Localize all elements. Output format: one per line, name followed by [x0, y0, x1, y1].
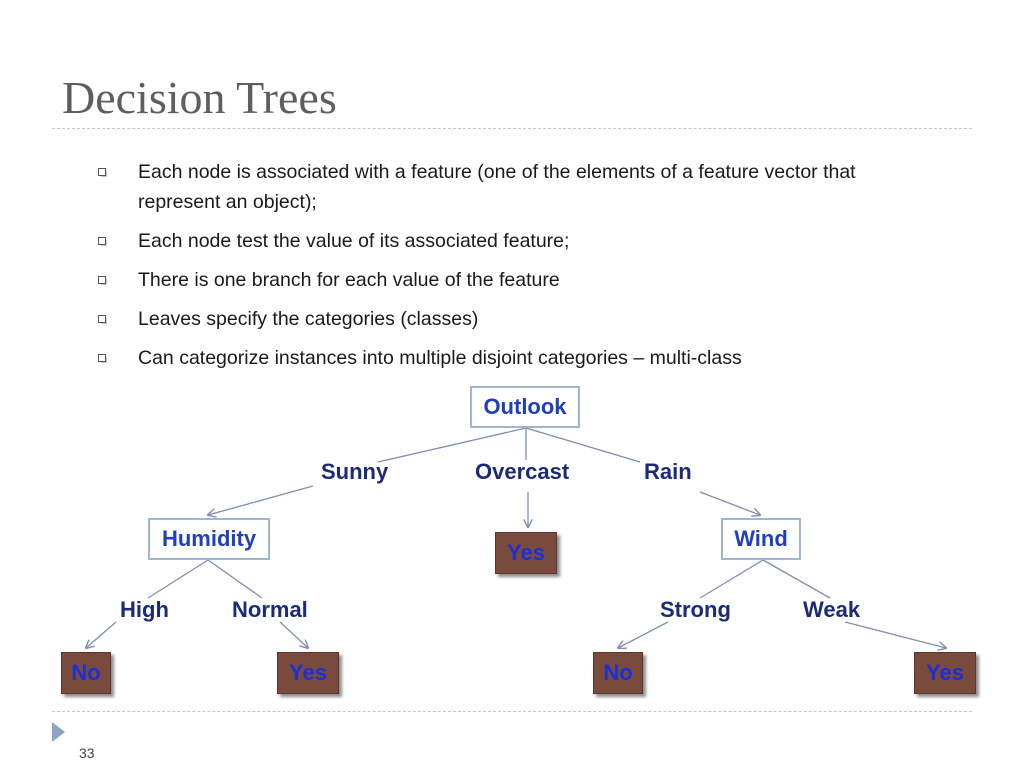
branch-label-strong: Strong: [660, 597, 731, 622]
bullet-text: Each node is associated with a feature (…: [138, 161, 856, 213]
leaf-high-no: No: [61, 652, 111, 694]
square-bullet-icon: [98, 168, 107, 177]
branch-label-overcast: Overcast: [475, 459, 570, 484]
edge-strong-no: [618, 621, 669, 648]
branch-label-sunny: Sunny: [321, 459, 389, 484]
bullet-item: Leaves specify the categories (classes): [96, 304, 896, 334]
slide-title: Decision Trees: [62, 72, 337, 123]
edge-outlook-rain: [525, 427, 641, 463]
branch-label-normal: Normal: [232, 597, 308, 622]
bullet-item: Each node is associated with a feature (…: [96, 157, 896, 217]
node-outlook: Outlook: [470, 386, 580, 428]
slide-number: 33: [79, 745, 95, 761]
edge-rain-wind: [699, 491, 760, 515]
branch-label-high: High: [120, 597, 169, 622]
edge-sunny-humidity: [208, 485, 314, 515]
node-humidity: Humidity: [148, 518, 270, 560]
bullet-text: Leaves specify the categories (classes): [138, 308, 479, 330]
square-bullet-icon: [98, 237, 107, 246]
edge-wind-weak: [762, 559, 831, 599]
title-divider: [52, 128, 972, 129]
square-bullet-icon: [98, 354, 107, 363]
square-bullet-icon: [98, 276, 107, 285]
bullet-text: Each node test the value of its associat…: [138, 230, 570, 252]
leaf-weak-yes: Yes: [914, 652, 976, 694]
leaf-overcast-yes: Yes: [495, 532, 557, 574]
bullet-text: Can categorize instances into multiple d…: [138, 347, 742, 369]
node-wind: Wind: [721, 518, 801, 560]
branch-label-rain: Rain: [644, 459, 692, 484]
leaf-normal-yes: Yes: [277, 652, 339, 694]
leaf-strong-no: No: [593, 652, 643, 694]
play-arrow-icon: [52, 722, 65, 742]
edge-outlook-sunny: [377, 427, 527, 463]
bullet-item: Each node test the value of its associat…: [96, 226, 896, 256]
bullet-text: There is one branch for each value of th…: [138, 269, 560, 291]
bullet-item: There is one branch for each value of th…: [96, 265, 896, 295]
edge-humidity-high: [147, 559, 209, 599]
edge-normal-yes: [279, 621, 308, 648]
footer-divider: [52, 711, 972, 712]
bullet-item: Can categorize instances into multiple d…: [96, 343, 896, 373]
square-bullet-icon: [98, 315, 107, 324]
edge-high-no: [86, 621, 117, 648]
edge-humidity-normal: [207, 559, 263, 599]
bullet-list: Each node is associated with a feature (…: [96, 157, 896, 373]
edge-wind-strong: [699, 559, 764, 599]
edge-weak-yes: [844, 621, 946, 648]
branch-label-weak: Weak: [803, 597, 861, 622]
